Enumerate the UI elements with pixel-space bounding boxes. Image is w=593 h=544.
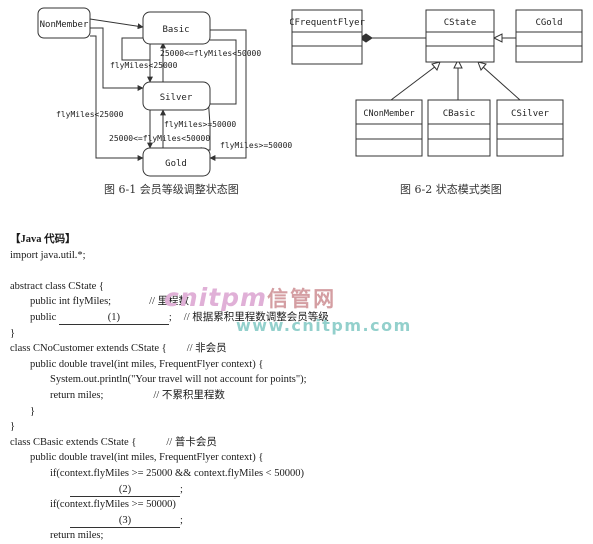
class-diagram: CFrequentFlyer CState CGold CNonMember C…	[290, 9, 583, 157]
class-csilver-label: CSilver	[511, 109, 550, 119]
code-line: public int flyMiles; // 里程数	[10, 294, 570, 310]
code-line: (3);	[10, 513, 570, 529]
code-header: 【Java 代码】	[10, 234, 76, 245]
code-line: (2);	[10, 482, 570, 498]
code-line: }	[10, 327, 16, 339]
blank-1[interactable]: (1)	[58, 312, 169, 325]
java-code-block: 【Java 代码】 import java.util.*; abstract c…	[10, 232, 570, 544]
code-line: class CBasic extends CState { // 普卡会员	[10, 435, 570, 451]
state-nonmember	[37, 7, 91, 39]
class-cnonmember-label: CNonMember	[363, 109, 414, 119]
code-line: class CNoCustomer extends CState { // 非会员	[10, 341, 570, 357]
transition-label-basic-gold-right: flyMiles>=50000	[220, 141, 292, 150]
code-line: import java.util.*;	[10, 249, 86, 261]
blank-3[interactable]: (3)	[70, 515, 180, 528]
code-text: class CNoCustomer extends CState {	[10, 343, 167, 355]
code-text: ;	[168, 311, 172, 323]
transition-label-gold-silver: 25000<=flyMiles<50000	[109, 134, 210, 143]
state-silver-label: Silver	[160, 93, 193, 103]
state-gold	[142, 147, 211, 177]
state-basic-label: Basic	[162, 25, 189, 35]
class-cgold	[515, 9, 583, 63]
class-cstate	[425, 9, 495, 63]
class-csilver	[496, 99, 564, 157]
transition-label-silver-basic: flyMiles<25000	[110, 61, 178, 70]
code-comment: // 不累积里程数	[153, 389, 225, 401]
code-line: abstract class CState {	[10, 280, 104, 292]
transition-label-silver-gold: flyMiles>=50000	[164, 120, 236, 129]
code-line: System.out.println("Your travel will not…	[50, 374, 307, 386]
code-line: if(context.flyMiles >= 25000 && context.…	[50, 467, 304, 479]
class-cfrequentflyer	[291, 9, 363, 65]
code-line: public double travel(int miles, Frequent…	[30, 452, 264, 464]
state-diagram: NonMember Basic Silver Gold 25000<=flyMi…	[37, 7, 292, 177]
code-line: }	[30, 405, 36, 417]
code-text: ;	[180, 483, 183, 495]
code-comment: // 里程数	[149, 296, 190, 308]
code-text: public int flyMiles;	[30, 296, 112, 308]
code-comment: // 根据累积里程数调整会员等级	[183, 311, 329, 323]
class-cnonmember	[355, 99, 423, 157]
class-cfrequentflyer-label: CFrequentFlyer	[290, 18, 366, 28]
diagram2-caption: 图 6-2 状态模式类图	[400, 183, 502, 196]
state-silver	[142, 81, 211, 111]
code-line: }	[10, 421, 16, 433]
code-text: ;	[180, 514, 183, 526]
state-basic	[142, 11, 211, 45]
transition-label-gold-basic: flyMiles<25000	[56, 110, 124, 119]
diagram1-caption: 图 6-1 会员等级调整状态图	[104, 183, 239, 196]
code-line: return miles;	[50, 530, 104, 542]
transition-label-basic-gold: 25000<=flyMiles<50000	[160, 49, 261, 58]
code-comment: // 普卡会员	[166, 436, 217, 448]
class-cstate-label: CState	[444, 18, 477, 28]
state-gold-label: Gold	[165, 159, 187, 169]
code-blank-line	[10, 263, 570, 279]
code-line: return miles; // 不累积里程数	[10, 388, 570, 404]
code-comment: // 非会员	[186, 343, 227, 355]
code-line: if(context.flyMiles >= 50000)	[50, 499, 176, 511]
code-text: public	[30, 311, 57, 323]
class-cbasic	[427, 99, 491, 157]
state-nonmember-label: NonMember	[40, 20, 89, 30]
blank-2[interactable]: (2)	[70, 484, 180, 497]
code-text: class CBasic extends CState {	[10, 436, 137, 448]
code-line: public (1); // 根据累积里程数调整会员等级	[10, 310, 570, 326]
class-cgold-label: CGold	[535, 18, 562, 28]
code-text: return miles;	[50, 389, 104, 401]
class-cbasic-label: CBasic	[443, 109, 476, 119]
code-line: public double travel(int miles, Frequent…	[30, 358, 264, 370]
